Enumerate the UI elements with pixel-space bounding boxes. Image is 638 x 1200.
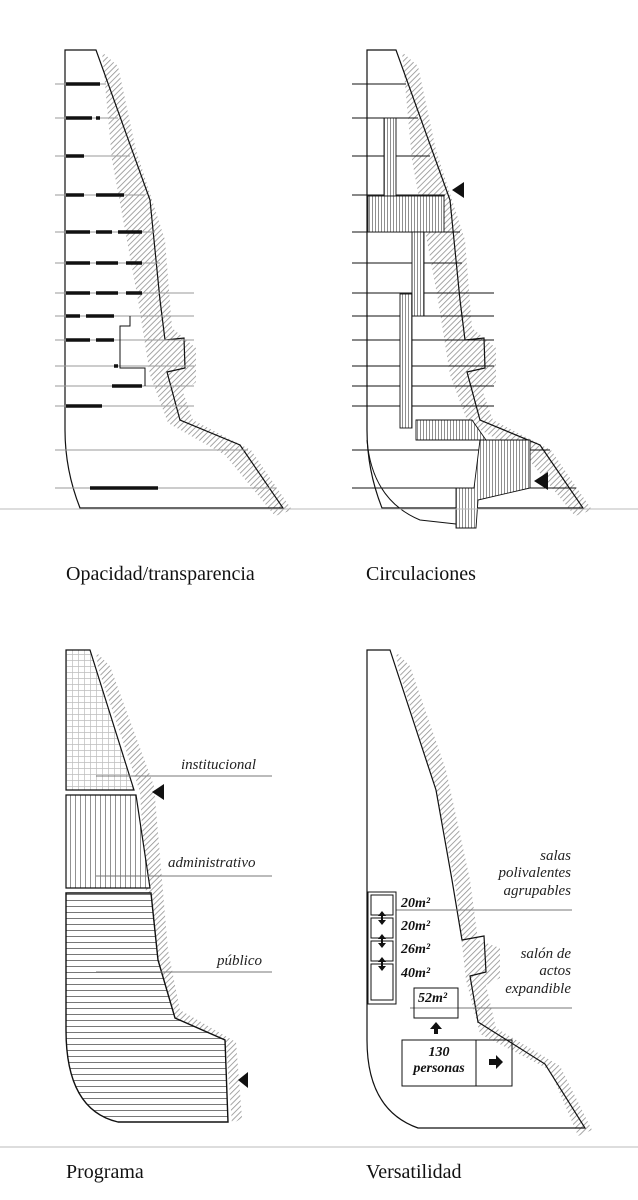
panel-title-programa: Programa [66,1161,144,1183]
panel-title-opacidad: Opacidad/transparencia [66,563,255,585]
hatched-wall [396,652,592,1136]
up-arrow-icon [430,1022,442,1034]
zone-publico [65,892,229,1123]
entrance-arrow-lower [534,472,548,490]
panel-programa [65,649,272,1124]
building-outline [366,649,587,1129]
panel-versatilidad [366,649,592,1136]
zone-administrativo [65,794,151,889]
label-salon: salón de actos expandible [505,946,571,997]
inner-step [119,316,146,386]
right-arrow-icon [489,1055,503,1069]
room-area-4: 40m² [401,966,431,981]
entrance-arrow-lower [238,1072,248,1088]
circulation-cores [367,117,531,529]
entrance-arrow-upper [452,182,464,198]
label-administrativo: administrativo [168,855,256,871]
hatched-wall [96,652,242,1124]
label-salas: salas polivalentes agrupables [498,848,571,899]
hatched-wall [402,52,592,516]
room-capacity: 130 personas [413,1045,465,1077]
building-outline [64,49,285,509]
room-area-3: 26m² [401,942,431,957]
room-area-2: 20m² [401,919,431,934]
panel-opacidad [55,49,292,516]
zone-institucional [65,649,135,791]
double-arrows [378,911,386,971]
inner-curve [366,439,457,525]
hatched-wall [102,52,292,516]
room-area-5: 52m² [418,991,448,1006]
panel-title-circulaciones: Circulaciones [366,563,476,585]
entrance-arrow-upper [152,784,164,800]
room-130 [401,1039,513,1087]
panel-title-versatilidad: Versatilidad [366,1161,462,1183]
room-52 [413,987,459,1019]
panel-circulaciones [352,49,592,529]
opaque-bars [66,82,158,490]
room-area-1: 20m² [401,896,431,911]
label-publico: público [217,953,262,969]
label-institucional: institucional [181,757,256,773]
